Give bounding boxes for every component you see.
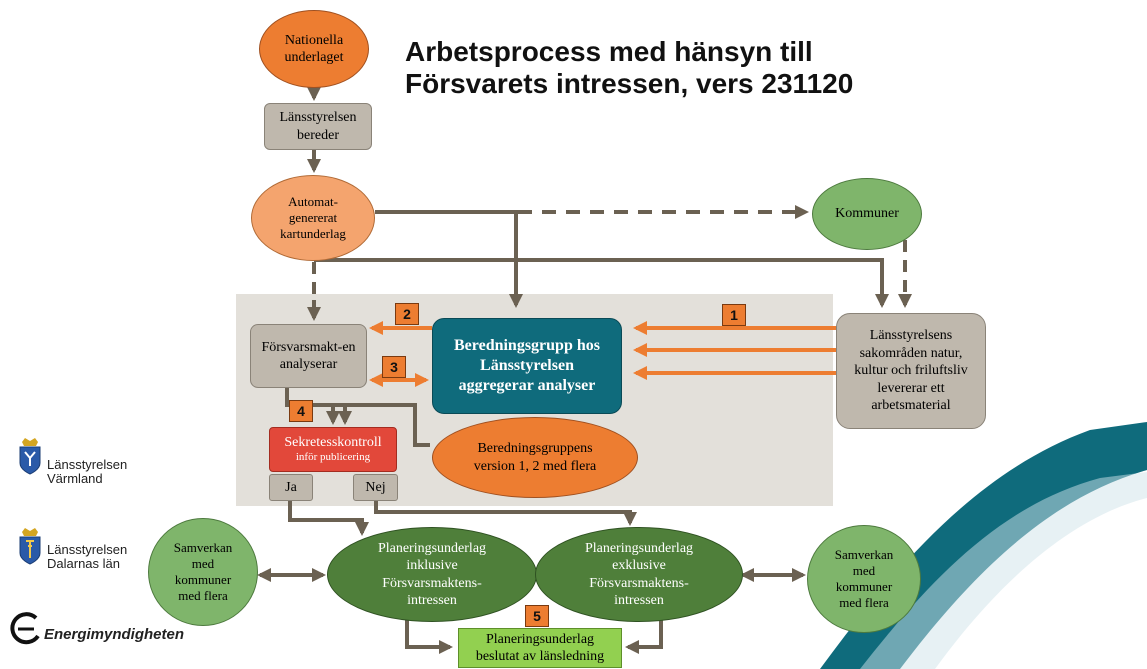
node-beredning-label: Beredningsgrupp hos Länsstyrelsen aggreg… xyxy=(454,337,600,394)
node-beredningsgrupp: Beredningsgrupp hos Länsstyrelsen aggreg… xyxy=(432,318,622,414)
node-automat-label: Automat-genererat kartunderlag xyxy=(280,193,346,242)
node-samverkan-right-label: Samverkan med kommuner med flera xyxy=(834,546,894,611)
logo-dalarna-line2: Dalarnas län xyxy=(47,556,120,571)
step-badge-4: 4 xyxy=(289,400,313,422)
node-sekretess-sub: inför publicering xyxy=(295,451,371,464)
node-planeringsunderlag-exklusive: Planeringsunderlag exklusive Försvarsmak… xyxy=(535,527,743,622)
arrow-forsvar-sekretess xyxy=(285,388,352,425)
node-kommuner: Kommuner xyxy=(812,178,922,250)
node-planeringsunderlag-inklusive: Planeringsunderlag inklusive Försvarsmak… xyxy=(327,527,537,622)
node-beslutat-av-lansledning: Planeringsunderlag beslutat av länsledni… xyxy=(458,628,622,668)
node-nej: Nej xyxy=(353,474,398,501)
node-kommuner-label: Kommuner xyxy=(835,206,899,222)
arrow-automat-beredning xyxy=(470,210,523,308)
node-plan-inkl-label: Planeringsunderlag inklusive Försvarsmak… xyxy=(377,540,487,609)
node-samverkan-right: Samverkan med kommuner med flera xyxy=(807,525,921,633)
node-sekretesskontroll: Sekretesskontroll inför publicering xyxy=(269,427,397,472)
node-plan-exkl-label: Planeringsunderlag exklusive Försvarsmak… xyxy=(584,540,694,609)
node-bereder-label: Länsstyrelsen bereder xyxy=(279,110,357,143)
page-title: Arbetsprocess med hänsyn till Försvarets… xyxy=(405,36,965,100)
varmland-crest-icon xyxy=(19,438,41,475)
node-automat-kartunderlag: Automat-genererat kartunderlag xyxy=(251,175,375,261)
node-ja: Ja xyxy=(269,474,313,501)
node-sekretess-title: Sekretesskontroll xyxy=(284,434,382,450)
step-badge-1: 1 xyxy=(722,304,746,326)
arrow-exkl-beslutat xyxy=(625,618,663,654)
node-sakomraden: Länsstyrelsens sakområden natur, kultur … xyxy=(836,313,986,429)
node-ja-label: Ja xyxy=(285,479,297,495)
node-nationella-label: Nationella underlaget xyxy=(284,32,344,66)
logo-dalarna-line1: Länsstyrelsen xyxy=(47,542,128,557)
logo-energimyndigheten: Energimyndigheten xyxy=(44,626,185,643)
node-lansstyrelsen-bereder: Länsstyrelsen bereder xyxy=(264,103,372,150)
node-forsvarsmakten-analyserar: Försvarsmakt-en analyserar xyxy=(250,324,367,388)
arrow-nej-exkl xyxy=(374,501,637,526)
node-nej-label: Nej xyxy=(365,479,386,495)
arrow-automat-sakomraden xyxy=(314,258,889,308)
logo-varmland-line2: Värmland xyxy=(47,471,103,486)
step-badge-3: 3 xyxy=(382,356,406,378)
node-beslutat-label: Planeringsunderlag beslutat av länsledni… xyxy=(475,631,605,665)
node-sakomraden-label: Länsstyrelsens sakområden natur, kultur … xyxy=(854,328,968,414)
node-samverkan-left: Samverkan med kommuner med flera xyxy=(148,518,258,626)
node-versioner-label: Beredningsgruppens version 1, 2 med fler… xyxy=(473,441,597,474)
title-line-1: Arbetsprocess med hänsyn till xyxy=(405,36,813,67)
step-badge-5: 5 xyxy=(525,605,549,627)
arrow-ja-inkl xyxy=(288,501,369,536)
step-badge-2: 2 xyxy=(395,303,419,325)
title-line-2: Försvarets intressen, vers 231120 xyxy=(405,68,854,99)
arrow-versioner-sekretess xyxy=(326,403,430,447)
node-forsvar-label: Försvarsmakt-en analyserar xyxy=(261,339,356,373)
logo-varmland-line1: Länsstyrelsen xyxy=(47,457,128,472)
node-nationella-underlaget: Nationella underlaget xyxy=(259,10,369,88)
logo-varmland: Länsstyrelsen Värmland xyxy=(47,458,127,486)
dalarna-crest-icon xyxy=(19,528,41,565)
node-samverkan-left-label: Samverkan med kommuner med flera xyxy=(173,539,233,604)
logo-dalarna: Länsstyrelsen Dalarnas län xyxy=(47,543,127,571)
node-beredningsgruppens-version: Beredningsgruppens version 1, 2 med fler… xyxy=(432,417,638,498)
arrow-inkl-beslutat xyxy=(405,618,453,654)
energimyndigheten-logo-icon xyxy=(10,612,40,645)
